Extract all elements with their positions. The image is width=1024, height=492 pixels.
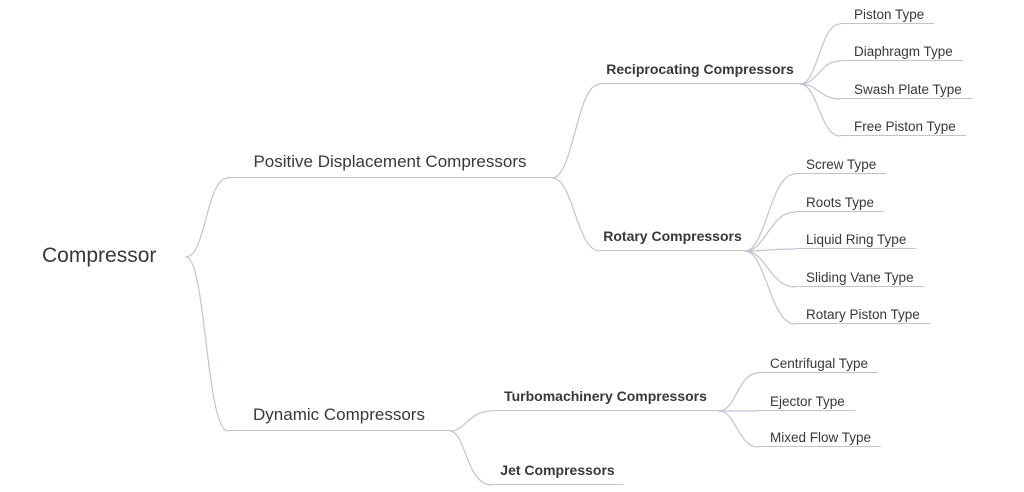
- node-positive-displacement-compressors[interactable]: Positive Displacement Compressors: [228, 152, 552, 178]
- connector-pd-to-rotary: [551, 177, 601, 252]
- node-compressor[interactable]: Compressor: [42, 244, 157, 267]
- node-swash-plate-type[interactable]: Swash Plate Type: [840, 81, 972, 99]
- node-screw-type[interactable]: Screw Type: [795, 156, 887, 174]
- node-jet-compressors[interactable]: Jet Compressors: [492, 462, 623, 485]
- connector-dynamic-to-turbomachinery: [449, 410, 493, 432]
- node-mixed-flow-type[interactable]: Mixed Flow Type: [758, 429, 882, 447]
- node-reciprocating-compressors[interactable]: Reciprocating Compressors: [600, 61, 800, 84]
- node-rotary-compressors[interactable]: Rotary Compressors: [600, 228, 745, 251]
- node-ejector-type[interactable]: Ejector Type: [758, 393, 855, 411]
- connector-rotary-to-screw: [744, 173, 796, 252]
- node-free-piston-type[interactable]: Free Piston Type: [840, 118, 966, 136]
- node-roots-type[interactable]: Roots Type: [795, 194, 885, 212]
- node-centrifugal-type[interactable]: Centrifugal Type: [758, 355, 879, 373]
- connector-rotary-to-sliding-vane: [744, 250, 796, 288]
- node-diaphragm-type[interactable]: Diaphragm Type: [840, 43, 963, 61]
- node-liquid-ring-type[interactable]: Liquid Ring Type: [795, 231, 917, 249]
- node-dynamic-compressors[interactable]: Dynamic Compressors: [228, 405, 450, 431]
- node-sliding-vane-type[interactable]: Sliding Vane Type: [795, 269, 924, 287]
- connector-dynamic-to-jet: [449, 430, 493, 486]
- connector-reciprocating-to-piston: [799, 23, 841, 85]
- connector-reciprocating-to-free-piston: [799, 83, 841, 137]
- node-turbomachinery-compressors[interactable]: Turbomachinery Compressors: [492, 388, 719, 411]
- connector-rotary-to-liquid-ring: [744, 248, 796, 252]
- connector-turbo-to-mixed-flow: [718, 410, 759, 448]
- connector-rotary-to-rotary-piston: [744, 250, 796, 325]
- node-rotary-piston-type[interactable]: Rotary Piston Type: [795, 306, 930, 324]
- connector-turbo-to-centrifugal: [718, 372, 759, 412]
- connector-rotary-to-roots: [744, 211, 796, 252]
- node-piston-type[interactable]: Piston Type: [840, 6, 935, 24]
- connector-root-to-dynamic: [185, 256, 229, 432]
- connector-root-to-positive-displacement: [185, 177, 229, 258]
- connector-reciprocating-to-diaphragm: [799, 60, 841, 85]
- connector-pd-to-reciprocating: [551, 83, 601, 179]
